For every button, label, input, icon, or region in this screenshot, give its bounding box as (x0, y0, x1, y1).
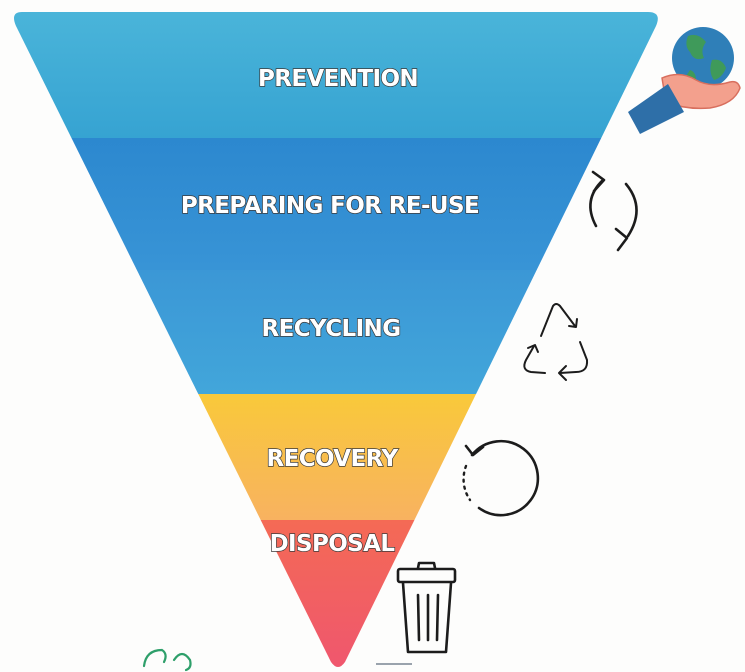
tier-label-recycling: RECYCLING (262, 316, 401, 342)
globe-in-hand-icon (628, 27, 741, 134)
tier-label-prevention: PREVENTION (258, 66, 418, 92)
tier-label-disposal: DISPOSAL (270, 531, 396, 557)
refresh-arrows-icon (589, 170, 638, 252)
recycle-icon (523, 303, 589, 381)
recovery-arrow-icon (462, 439, 540, 517)
handwriting-marks (142, 648, 412, 672)
tier-label-preparing-for-re-use: PREPARING FOR RE-USE (181, 193, 479, 219)
trash-bin-icon (396, 561, 457, 654)
tier-prevention (14, 12, 658, 138)
tier-label-recovery: RECOVERY (266, 446, 398, 472)
